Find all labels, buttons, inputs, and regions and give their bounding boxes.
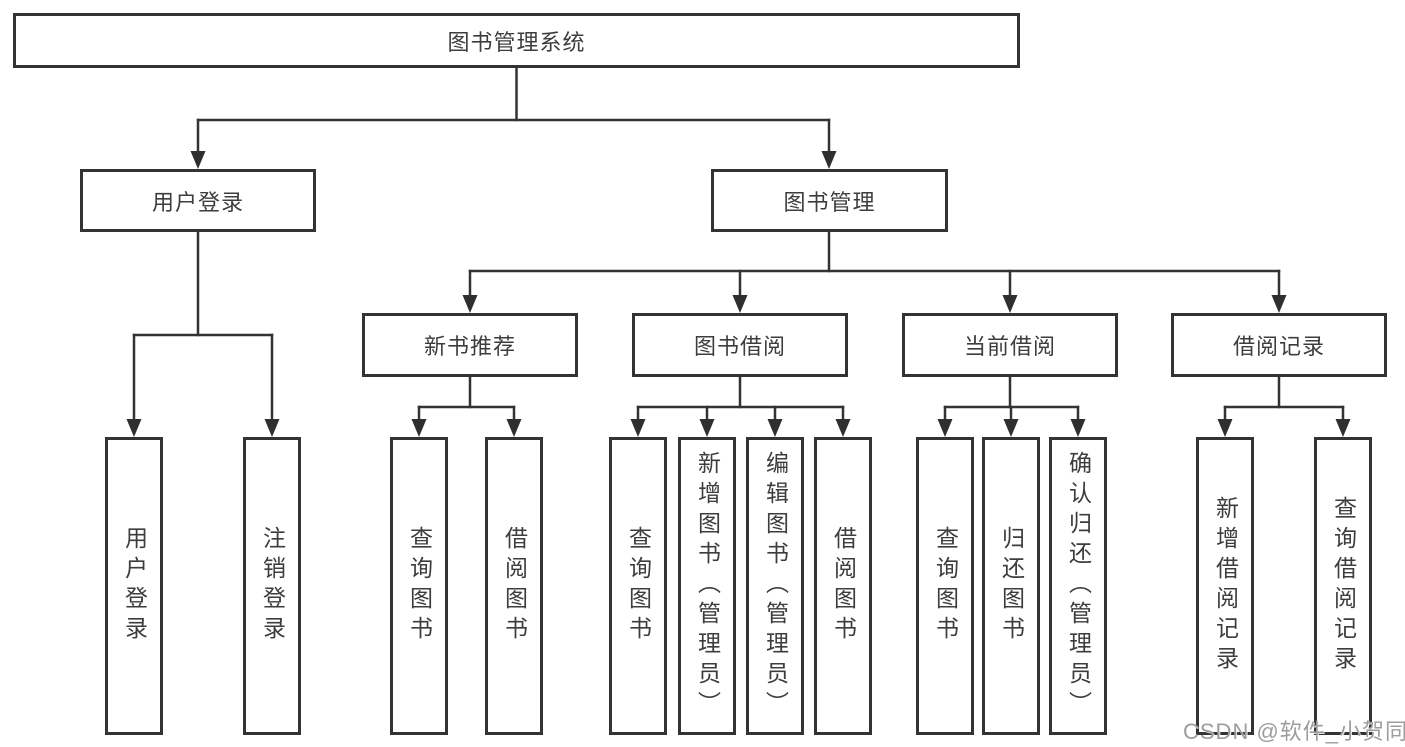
node-book-borrow-label: 图书借阅 <box>693 334 786 359</box>
leaf-query-books-current-label: 查询图书 <box>932 526 959 646</box>
leaf-query-books-borrow-label: 查询图书 <box>625 526 652 646</box>
leaf-query-books-borrow: 查询图书 <box>609 437 667 735</box>
leaf-borrow-books-borrow-label: 借阅图书 <box>830 526 857 646</box>
leaf-add-borrow-record-label: 新增借阅记录 <box>1212 496 1239 676</box>
node-new-book-recommend-label: 新书推荐 <box>423 334 516 359</box>
node-root-system: 图书管理系统 <box>13 13 1020 68</box>
connector-login-to-leaves <box>132 230 274 424</box>
leaf-query-borrow-record: 查询借阅记录 <box>1314 437 1372 735</box>
leaf-confirm-return-admin: 确认归还（管理员） <box>1049 437 1107 735</box>
connector-current-to-leaves <box>943 375 1080 424</box>
leaf-borrow-books-recommend: 借阅图书 <box>485 437 543 735</box>
connector-root-to-level2 <box>196 66 831 157</box>
connector-record-to-leaves <box>1223 375 1345 424</box>
leaf-return-book-label: 归还图书 <box>998 526 1025 646</box>
leaf-query-books-current: 查询图书 <box>916 437 974 735</box>
leaf-edit-book-admin: 编辑图书（管理员） <box>746 437 804 735</box>
leaf-return-book: 归还图书 <box>982 437 1040 735</box>
leaf-query-borrow-record-label: 查询借阅记录 <box>1330 496 1357 676</box>
leaf-borrow-books-recommend-label: 借阅图书 <box>501 526 528 646</box>
leaf-add-book-admin-label: 新增图书（管理员） <box>694 451 721 721</box>
node-book-management: 图书管理 <box>711 169 948 232</box>
leaf-user-login: 用户登录 <box>105 437 163 735</box>
leaf-borrow-books-borrow: 借阅图书 <box>814 437 872 735</box>
leaf-logout: 注销登录 <box>243 437 301 735</box>
node-user-login: 用户登录 <box>80 169 316 232</box>
node-borrow-record: 借阅记录 <box>1171 313 1387 377</box>
node-new-book-recommend: 新书推荐 <box>362 313 578 377</box>
leaf-add-book-admin: 新增图书（管理员） <box>678 437 736 735</box>
csdn-watermark: CSDN @软件_小贺同学 <box>1183 719 1405 744</box>
arrowheads <box>126 151 1351 437</box>
node-current-borrow: 当前借阅 <box>902 313 1118 377</box>
node-book-borrow: 图书借阅 <box>632 313 848 377</box>
leaf-logout-label: 注销登录 <box>259 526 286 646</box>
node-user-login-label: 用户登录 <box>151 189 244 215</box>
connector-mgmt-to-level3 <box>468 230 1281 301</box>
node-root-label: 图书管理系统 <box>447 29 586 55</box>
leaf-confirm-return-admin-label: 确认归还（管理员） <box>1065 451 1092 721</box>
leaf-query-books-recommend-label: 查询图书 <box>406 526 433 646</box>
leaf-edit-book-admin-label: 编辑图书（管理员） <box>762 451 789 721</box>
connector-recommend-to-leaves <box>417 375 516 424</box>
leaf-user-login-label: 用户登录 <box>121 526 148 646</box>
leaf-add-borrow-record: 新增借阅记录 <box>1196 437 1254 735</box>
node-borrow-record-label: 借阅记录 <box>1232 334 1325 359</box>
node-current-borrow-label: 当前借阅 <box>963 334 1056 359</box>
connector-borrow-to-leaves <box>636 375 845 424</box>
leaf-query-books-recommend: 查询图书 <box>390 437 448 735</box>
node-book-management-label: 图书管理 <box>783 189 876 215</box>
